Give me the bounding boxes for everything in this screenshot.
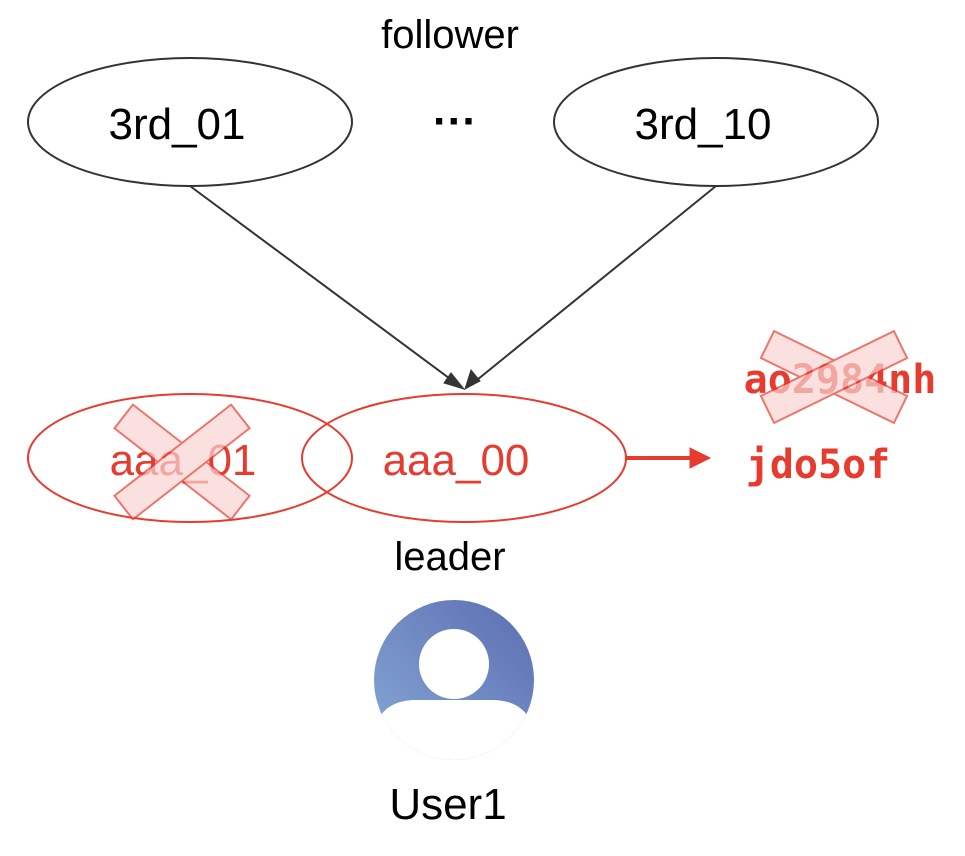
ellipsis-label: ··· (433, 97, 477, 146)
follower-node-3rd-01-label: 3rd_01 (108, 100, 245, 149)
arrow-head-3rd-01 (443, 372, 466, 390)
user-avatar-icon (374, 600, 534, 760)
leader-label: leader (394, 535, 505, 579)
arrow-icon (689, 447, 712, 469)
cross-icon-bar-2 (113, 403, 251, 521)
cross-icon (759, 329, 909, 425)
avatar-head (419, 629, 489, 699)
follower-label: follower (381, 13, 519, 57)
user-label: User1 (389, 780, 506, 829)
new-token-text: jdo5of (746, 442, 891, 488)
cross-icon (113, 403, 251, 521)
arrow-head-3rd-10 (464, 368, 481, 391)
arrow-3rd-01-to-leader (189, 185, 458, 385)
arrow-3rd-10-to-leader (471, 185, 717, 385)
node-aaa-01-shape (27, 393, 353, 523)
follower-node-3rd-10-label: 3rd_10 (634, 100, 771, 149)
avatar-body (374, 700, 534, 760)
node-aaa-00-label: aaa_00 (383, 436, 530, 485)
cross-icon-bar-2 (759, 329, 909, 425)
